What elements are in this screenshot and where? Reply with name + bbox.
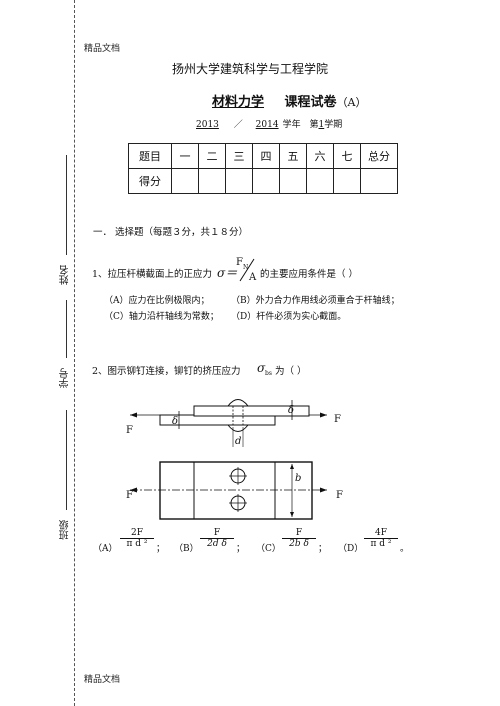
term-number: 1: [318, 120, 325, 130]
fig-b-label: b: [295, 473, 302, 484]
q2-option-b-label[interactable]: （B）: [174, 544, 199, 554]
q2-option-c-den: 2b δ: [289, 539, 309, 549]
q2-sigma-sub: bs: [265, 370, 272, 377]
binding-dashed-line: [74, 0, 75, 706]
year-start: 2013: [196, 120, 219, 130]
q2-option-a-label[interactable]: （A）: [93, 544, 118, 554]
score-cell-total: 总分: [360, 143, 398, 169]
score-row-label: 得分: [128, 168, 172, 194]
score-input-q2[interactable]: [198, 168, 226, 194]
side-class-label: 班级: [60, 520, 71, 540]
q2-option-c-label[interactable]: （C）: [256, 544, 281, 554]
side-name-label: 姓名: [60, 265, 71, 285]
q1-option-c[interactable]: （C）轴力沿杆轴线为常数；: [104, 312, 219, 322]
q1-formula-den: A: [249, 272, 257, 283]
name-rule: [66, 155, 67, 255]
watermark-bottom: 精品文档: [84, 675, 121, 685]
q2-option-a-num: 2F: [120, 528, 154, 539]
rivet-top-view: [130, 461, 327, 520]
score-cell-q4: 四: [252, 143, 280, 169]
year-end: 2014: [255, 120, 279, 130]
fig-d-label: d: [235, 436, 242, 447]
score-cell-q5: 五: [279, 143, 307, 169]
term-prefix: 第: [309, 120, 319, 130]
exam-title: 材料力学 课程试卷（A）: [212, 91, 367, 110]
q2-option-b-fraction: F 2d δ: [200, 528, 234, 549]
exam-label: 课程试卷: [284, 95, 337, 110]
year-suffix: 学年: [282, 120, 301, 130]
q2-option-d-num: 4F: [364, 528, 398, 539]
term-suffix: 学期: [324, 120, 343, 130]
q2-option-d-label[interactable]: （D）: [338, 544, 364, 554]
q2-option-d-end: 。: [400, 544, 410, 554]
fig-delta-left: δ: [172, 416, 179, 427]
q1-stem-a: 1、拉压杆横截面上的正应力: [92, 269, 213, 280]
q1-fraction-slash: [239, 258, 255, 282]
q2-option-c-fraction: F 2b δ: [282, 528, 316, 549]
q2-option-a-den: π d ²: [126, 539, 148, 549]
q2-option-d-den: π d ²: [370, 539, 392, 549]
rivet-side-view: [130, 399, 327, 447]
score-cell-label: 题目: [128, 143, 172, 169]
fig-side-F-left: F: [126, 425, 133, 436]
fig-side-F-right: F: [334, 414, 341, 425]
score-input-q1[interactable]: [171, 168, 199, 194]
score-input-q3[interactable]: [225, 168, 253, 194]
q2-option-c-num: F: [282, 528, 316, 539]
q2-option-b-end: ；: [236, 544, 246, 554]
section1-heading: 一． 选择题（每题３分，共１８分）: [93, 227, 249, 238]
score-input-q6[interactable]: [306, 168, 334, 194]
q1-sigma: σ＝: [217, 266, 238, 280]
score-cell-q7: 七: [333, 143, 361, 169]
class-rule: [66, 410, 67, 510]
score-cell-q2: 二: [198, 143, 226, 169]
q2-option-a-fraction: 2F π d ²: [120, 528, 154, 549]
score-table-header-row: 题目 一 二 三 四 五 六 七 总分: [128, 143, 398, 169]
fig-top-F-right: F: [336, 490, 343, 501]
q1-option-a[interactable]: （A）应力在比例极限内；: [104, 296, 210, 306]
q2-stem-a: 2、图示铆钉连接，铆钉的挤压应力: [92, 366, 241, 377]
q2-option-b-den: 2d δ: [207, 539, 227, 549]
q2-option-d-fraction: 4F π d ²: [364, 528, 398, 549]
side-student-id-label: 学号: [60, 368, 71, 388]
q2-option-b-num: F: [200, 528, 234, 539]
school-title: 扬州大学建筑科学与工程学院: [171, 62, 328, 76]
course-name: 材料力学: [212, 95, 265, 110]
score-cell-q3: 三: [225, 143, 253, 169]
q2-stem-b: 为（ ）: [275, 366, 307, 377]
q1-option-d[interactable]: （D）杆件必须为实心截面。: [231, 312, 347, 322]
score-input-total[interactable]: [360, 168, 398, 194]
watermark-top: 精品文档: [84, 44, 121, 54]
score-input-q4[interactable]: [252, 168, 280, 194]
q2-option-a-end: ；: [156, 544, 166, 554]
year-slash: ／: [233, 120, 243, 130]
score-input-q7[interactable]: [333, 168, 361, 194]
q1-option-b[interactable]: （B）外力合力作用线必须重合于杆轴线；: [231, 296, 400, 306]
q1-formula-num: F: [236, 257, 243, 268]
q2-option-c-end: ；: [318, 544, 328, 554]
exam-variant: （A）: [336, 96, 367, 109]
score-cell-q1: 一: [171, 143, 199, 169]
q1-formula-sub: N: [243, 264, 249, 271]
q2-sigma: σ: [257, 361, 266, 375]
fig-top-F-left: F: [126, 490, 133, 501]
student-id-rule: [66, 300, 67, 358]
fig-delta-right: δ: [288, 405, 295, 416]
score-table-score-row: 得分: [128, 168, 398, 194]
score-cell-q6: 六: [306, 143, 334, 169]
q1-stem-b: 的主要应用条件是（ ）: [260, 269, 359, 280]
score-table: 题目 一 二 三 四 五 六 七 总分 得分: [128, 143, 398, 194]
score-input-q5[interactable]: [279, 168, 307, 194]
